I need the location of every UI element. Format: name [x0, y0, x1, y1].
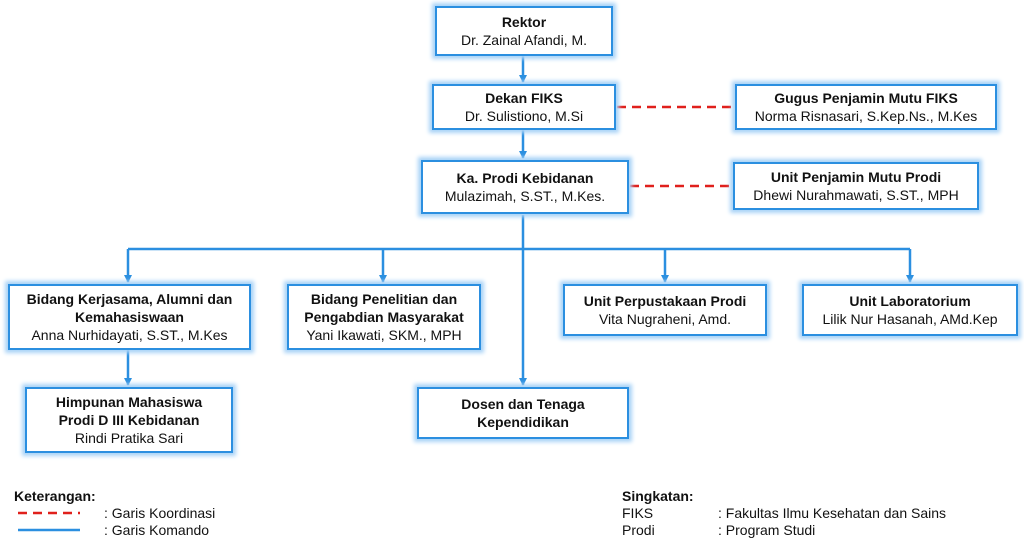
node-upm-title: Unit Penjamin Mutu Prodi — [770, 169, 942, 185]
node-kerjasama-title-line1: Bidang Kerjasama, Alumni dan — [26, 291, 233, 307]
abbreviation-row-prodi: Prodi : Program Studi — [622, 522, 946, 539]
node-kerjasama-name: Anna Nurhidayati, S.ST., M.Kes — [31, 327, 228, 343]
abbreviation-key: Prodi — [622, 522, 655, 538]
node-upm: Unit Penjamin Mutu Prodi Dhewi Nurahmawa… — [733, 162, 979, 210]
node-gugus-title: Gugus Penjamin Mutu FIKS — [774, 90, 958, 106]
node-gugus: Gugus Penjamin Mutu FIKS Norma Risnasari… — [735, 84, 997, 130]
node-perpustakaan: Unit Perpustakaan Prodi Vita Nugraheni, … — [563, 284, 767, 336]
node-penelitian-title-line2: Pengabdian Masyarakat — [304, 309, 464, 325]
node-perpustakaan-title: Unit Perpustakaan Prodi — [583, 293, 747, 309]
node-penelitian: Bidang Penelitian dan Pengabdian Masyara… — [287, 284, 481, 350]
abbreviation-value: : Fakultas Ilmu Kesehatan dan Sains — [718, 505, 947, 521]
legend: Keterangan: — [14, 488, 96, 505]
legend-command-label: : Garis Komando — [104, 522, 210, 538]
node-perpustakaan-name: Vita Nugraheni, Amd. — [598, 311, 732, 327]
node-dosen: Dosen dan Tenaga Kependidikan — [417, 387, 629, 439]
legend-heading: Keterangan: — [14, 488, 96, 504]
node-rektor: Rektor Dr. Zainal Afandi, M. — [435, 6, 613, 56]
node-dekan-title: Dekan FIKS — [485, 90, 563, 106]
node-penelitian-name: Yani Ikawati, SKM., MPH — [306, 327, 462, 343]
abbreviation-key: FIKS — [622, 505, 654, 521]
abbreviation-value: : Program Studi — [718, 522, 816, 538]
abbreviations-heading: Singkatan: — [622, 488, 694, 504]
node-kerjasama-title-line2: Kemahasiswaan — [75, 309, 184, 325]
node-laboratorium-name: Lilik Nur Hasanah, AMd.Kep — [822, 311, 998, 327]
abbreviation-row-fiks: FIKS : Fakultas Ilmu Kesehatan dan Sains — [622, 505, 946, 522]
node-gugus-name: Norma Risnasari, S.Kep.Ns., M.Kes — [754, 108, 978, 124]
abbreviations: Singkatan: FIKS : Fakultas Ilmu Kesehata… — [622, 488, 946, 539]
node-himpunan: Himpunan Mahasiswa Prodi D III Kebidanan… — [25, 387, 233, 453]
node-penelitian-title-line1: Bidang Penelitian dan — [310, 291, 458, 307]
node-dosen-title-line2: Kependidikan — [477, 414, 569, 430]
node-upm-name: Dhewi Nurahmawati, S.ST., MPH — [753, 187, 959, 203]
node-dosen-title-line1: Dosen dan Tenaga — [461, 396, 585, 412]
node-kerjasama: Bidang Kerjasama, Alumni dan Kemahasiswa… — [8, 284, 251, 350]
node-rektor-title: Rektor — [501, 14, 547, 30]
node-kaprodi-title: Ka. Prodi Kebidanan — [456, 170, 594, 186]
node-laboratorium-title: Unit Laboratorium — [849, 293, 971, 309]
node-dekan-name: Dr. Sulistiono, M.Si — [464, 108, 584, 124]
node-himpunan-title-line1: Himpunan Mahasiswa — [55, 394, 203, 410]
node-kaprodi-name: Mulazimah, S.ST., M.Kes. — [444, 188, 606, 204]
node-kaprodi: Ka. Prodi Kebidanan Mulazimah, S.ST., M.… — [421, 160, 629, 214]
node-himpunan-title-line2: Prodi D III Kebidanan — [58, 412, 200, 428]
node-rektor-name: Dr. Zainal Afandi, M. — [460, 32, 588, 48]
node-laboratorium: Unit Laboratorium Lilik Nur Hasanah, AMd… — [802, 284, 1018, 336]
legend-coordination-label: : Garis Koordinasi — [104, 505, 216, 521]
node-himpunan-name: Rindi Pratika Sari — [74, 430, 184, 446]
node-dekan: Dekan FIKS Dr. Sulistiono, M.Si — [432, 84, 616, 130]
